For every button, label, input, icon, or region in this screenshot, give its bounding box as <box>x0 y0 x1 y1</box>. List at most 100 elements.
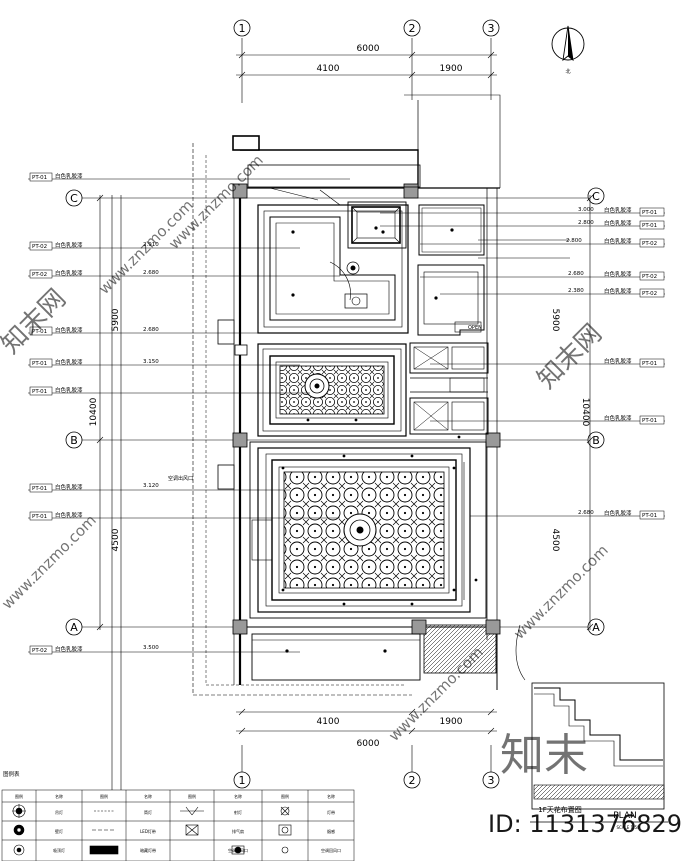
callout-right-text: 白色乳胶漆 <box>604 509 632 517</box>
callout-left-tag: PT-02 <box>32 648 47 654</box>
ceiling-lamp-icon <box>13 844 25 856</box>
legend-header: 图例 <box>188 793 196 799</box>
callout-right-level: 3.000 <box>578 207 594 213</box>
legend-title: 图例表 <box>3 770 20 778</box>
legend-header: 图例 <box>100 793 108 799</box>
callout-left-text: 白色乳胶漆 <box>55 172 83 180</box>
room-bottom <box>239 633 421 685</box>
legend-header: 图例 <box>281 793 289 799</box>
callout-right-tag: PT-02 <box>642 291 657 297</box>
grid-label-top-2: 2 <box>409 22 416 35</box>
dim-bottom-left: 4100 <box>317 717 340 727</box>
legend-table: 图例表 图例 名称 图例 名称 图例 名称 图例 名称 吊灯 筒灯 射灯 <box>1 770 355 861</box>
legend-cell: 射灯 <box>234 809 242 815</box>
room-upper-left <box>247 164 421 334</box>
legend-cell: 吸顶灯 <box>53 847 65 853</box>
callout-left-level: 3.500 <box>143 645 159 651</box>
callout-right-tag: PT-02 <box>642 241 657 247</box>
legend-cell: 灯带 <box>327 809 335 815</box>
dim-left-lower: 4500 <box>111 528 121 551</box>
callout-right-level: 2.680 <box>568 271 584 277</box>
legend-cell: 壁灯 <box>55 828 63 834</box>
callout-left-tag: PT-01 <box>32 514 47 520</box>
dim-right-upper: 5900 <box>550 309 560 332</box>
watermark-id: ID: 1131376829 <box>488 810 682 838</box>
room-upper-right <box>417 204 570 336</box>
dimension-lines <box>96 51 594 735</box>
callout-left-text: 白色乳胶漆 <box>55 241 83 249</box>
legend-header: 名称 <box>55 793 63 799</box>
dim-left-total: 10400 <box>89 397 99 426</box>
grid-label-right-c: C <box>592 190 600 203</box>
callout-left-tag: PT-01 <box>32 389 47 395</box>
dim-bottom-right: 1900 <box>440 717 463 727</box>
callout-left-level: 3.120 <box>143 483 159 489</box>
drawing-title: 1F天花布置图 <box>538 805 581 814</box>
legend-header: 名称 <box>144 793 152 799</box>
callout-left-text: 白色乳胶漆 <box>55 386 83 394</box>
callout-right-tag: PT-01 <box>642 210 657 216</box>
grid-label-left-c: C <box>70 192 78 205</box>
dim-top-right: 1900 <box>440 64 463 74</box>
callout-leaders <box>28 178 665 653</box>
callout-left-text: 白色乳胶漆 <box>55 326 83 334</box>
north-label: 北 <box>565 68 570 75</box>
watermark-brand: 知末网 <box>0 284 72 360</box>
grid-label-right-b: B <box>592 434 600 447</box>
pendant-lamp-icon <box>12 804 26 818</box>
hidden-light-strip-icon <box>89 845 119 855</box>
dim-top-total: 6000 <box>357 44 380 54</box>
dim-top-left: 4100 <box>317 64 340 74</box>
light-strip-icon <box>280 806 290 816</box>
dim-right-total: 10400 <box>580 398 590 427</box>
grid-label-bottom-2: 2 <box>409 774 416 787</box>
callout-left-tag: PT-02 <box>32 272 47 278</box>
ac-return-vent-icon <box>281 846 289 854</box>
callout-left-level: 3.150 <box>143 359 159 365</box>
callout-left-tag: PT-01 <box>32 329 47 335</box>
opening-label: OPEN <box>468 325 482 331</box>
grid-label-bottom-3: 3 <box>488 774 495 787</box>
watermark-site: www.znzmo.com <box>0 511 100 613</box>
callout-right-text: 白色乳胶漆 <box>604 414 632 422</box>
watermark-brand: 知末网 <box>532 319 608 395</box>
legend-cell: 吊灯 <box>55 809 63 815</box>
spotlight-icon <box>180 806 204 816</box>
room-middle-right <box>409 342 489 435</box>
light-fixtures <box>281 226 478 653</box>
callout-left-text: 白色乳胶漆 <box>55 269 83 277</box>
detail-inset <box>515 624 665 810</box>
callout-left-text: 白色乳胶漆 <box>55 483 83 491</box>
legend-header: 图例 <box>15 793 23 799</box>
callout-left-tag: PT-01 <box>32 486 47 492</box>
grid-label-top-1: 1 <box>239 22 246 35</box>
callout-left-tag: PT-01 <box>32 361 47 367</box>
callout-right-level: 2.380 <box>568 288 584 294</box>
dim-left-upper: 5900 <box>111 308 121 331</box>
legend-cell: LED灯带 <box>140 828 156 834</box>
callout-right-text: 白色乳胶漆 <box>604 237 632 245</box>
columns <box>217 135 501 635</box>
callout-right-tag: PT-01 <box>642 513 657 519</box>
dimension-text: 6000 4100 1900 4100 1900 6000 10400 5900… <box>89 44 590 749</box>
ac-note: 空调出风口 <box>168 475 193 482</box>
callout-right-tag: PT-01 <box>642 223 657 229</box>
callout-left-text: 白色乳胶漆 <box>55 645 83 653</box>
building-outline <box>192 94 501 696</box>
dim-right-lower: 4500 <box>550 529 560 552</box>
callout-left-level: 2.680 <box>143 270 159 276</box>
grid-label-bottom-1: 1 <box>239 774 246 787</box>
callouts-right: 3.000 白色乳胶漆 PT-01 2.800 白色乳胶漆 PT-01 2.80… <box>566 206 665 520</box>
room-middle-left <box>257 343 407 437</box>
callout-right-tag: PT-01 <box>642 418 657 424</box>
legend-cell: 筒灯 <box>144 809 152 815</box>
room-upper-left-small <box>347 201 407 249</box>
callout-right-level: 2.800 <box>566 238 582 244</box>
legend-header: 名称 <box>327 793 335 799</box>
title-block: 1F天花布置图 PLAN SCALE 1:50 <box>530 805 668 830</box>
room-lower-main <box>249 441 487 619</box>
grid-label-left-b: B <box>70 434 78 447</box>
legend-header: 名称 <box>234 793 242 799</box>
watermarks: www.znzmo.com www.znzmo.com www.znzmo.co… <box>0 151 612 781</box>
